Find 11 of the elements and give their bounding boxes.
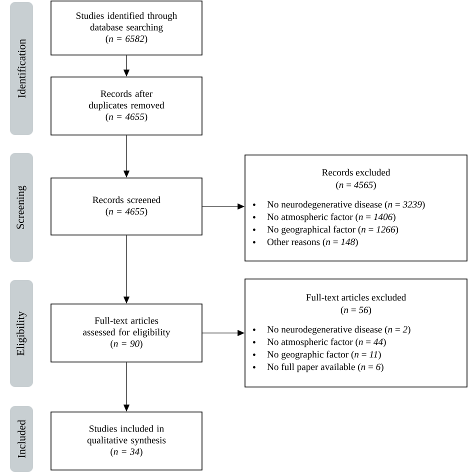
process-box: Records screened (n = 4655) [50, 178, 202, 236]
process-box: Full-text articles assessed for eligibility (n = 90) [50, 304, 202, 362]
stage-band: Screening [10, 153, 33, 262]
stage-band: Included [10, 406, 33, 472]
process-box: Studies identified through database searching (n = 6582) [50, 0, 202, 56]
stage-band: Eligibility [10, 280, 33, 387]
exclusion-box: Records excluded (n = 4565) No neurodegenerative disease (n = 3239) No atmospheric factor (n = 1406) No geographical factor (n = 1266) Other reasons (n = 148) [244, 154, 468, 262]
stage-band: Identification [10, 2, 33, 135]
exclusion-box: Full-text articles excluded (n = 56) No neurodegenerative disease (n = 2) No atmospheric factor (n = 44) No geographic factor (n = 11) No full paper available (n = 6) [244, 278, 468, 388]
process-box: Studies included in qualitative synthesis (n = 34) [50, 412, 202, 470]
process-box: Records after duplicates removed (n = 4655) [50, 76, 202, 136]
